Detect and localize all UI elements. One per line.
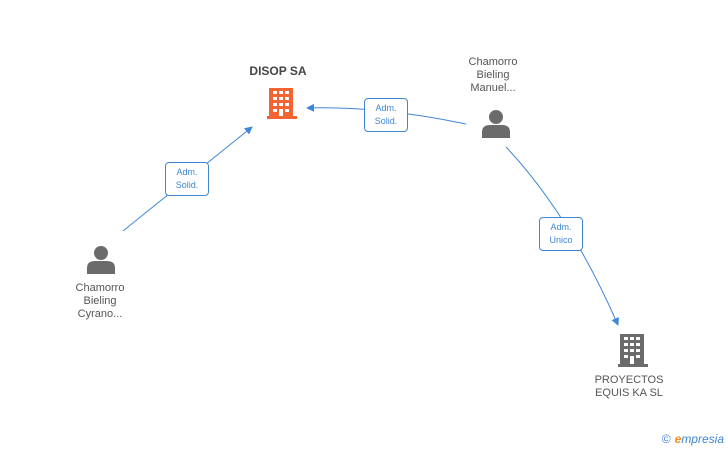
building-icon[interactable] — [267, 88, 297, 119]
building-icon[interactable] — [618, 334, 648, 367]
brand-initial: e — [674, 432, 682, 446]
brand-name: mpresia — [681, 432, 724, 446]
copyright-symbol: © — [661, 432, 671, 446]
node-label-manuel[interactable]: Chamorro Bieling Manuel... — [468, 56, 518, 94]
person-icon[interactable] — [482, 110, 510, 138]
node-label-proyectos[interactable]: PROYECTOS EQUIS KA SL — [594, 374, 664, 399]
edge-label-cyrano-disop[interactable]: Adm. Solid. — [165, 162, 209, 196]
edge-label-manuel-proyectos[interactable]: Adm. Unico — [539, 217, 583, 251]
node-label-cyrano[interactable]: Chamorro Bieling Cyrano... — [75, 282, 125, 320]
empresia-logo: ©empresia — [662, 432, 724, 446]
node-label-disop[interactable]: DISOP SA — [249, 64, 307, 78]
edge-label-manuel-disop[interactable]: Adm. Solid. — [364, 98, 408, 132]
person-icon[interactable] — [87, 246, 115, 274]
